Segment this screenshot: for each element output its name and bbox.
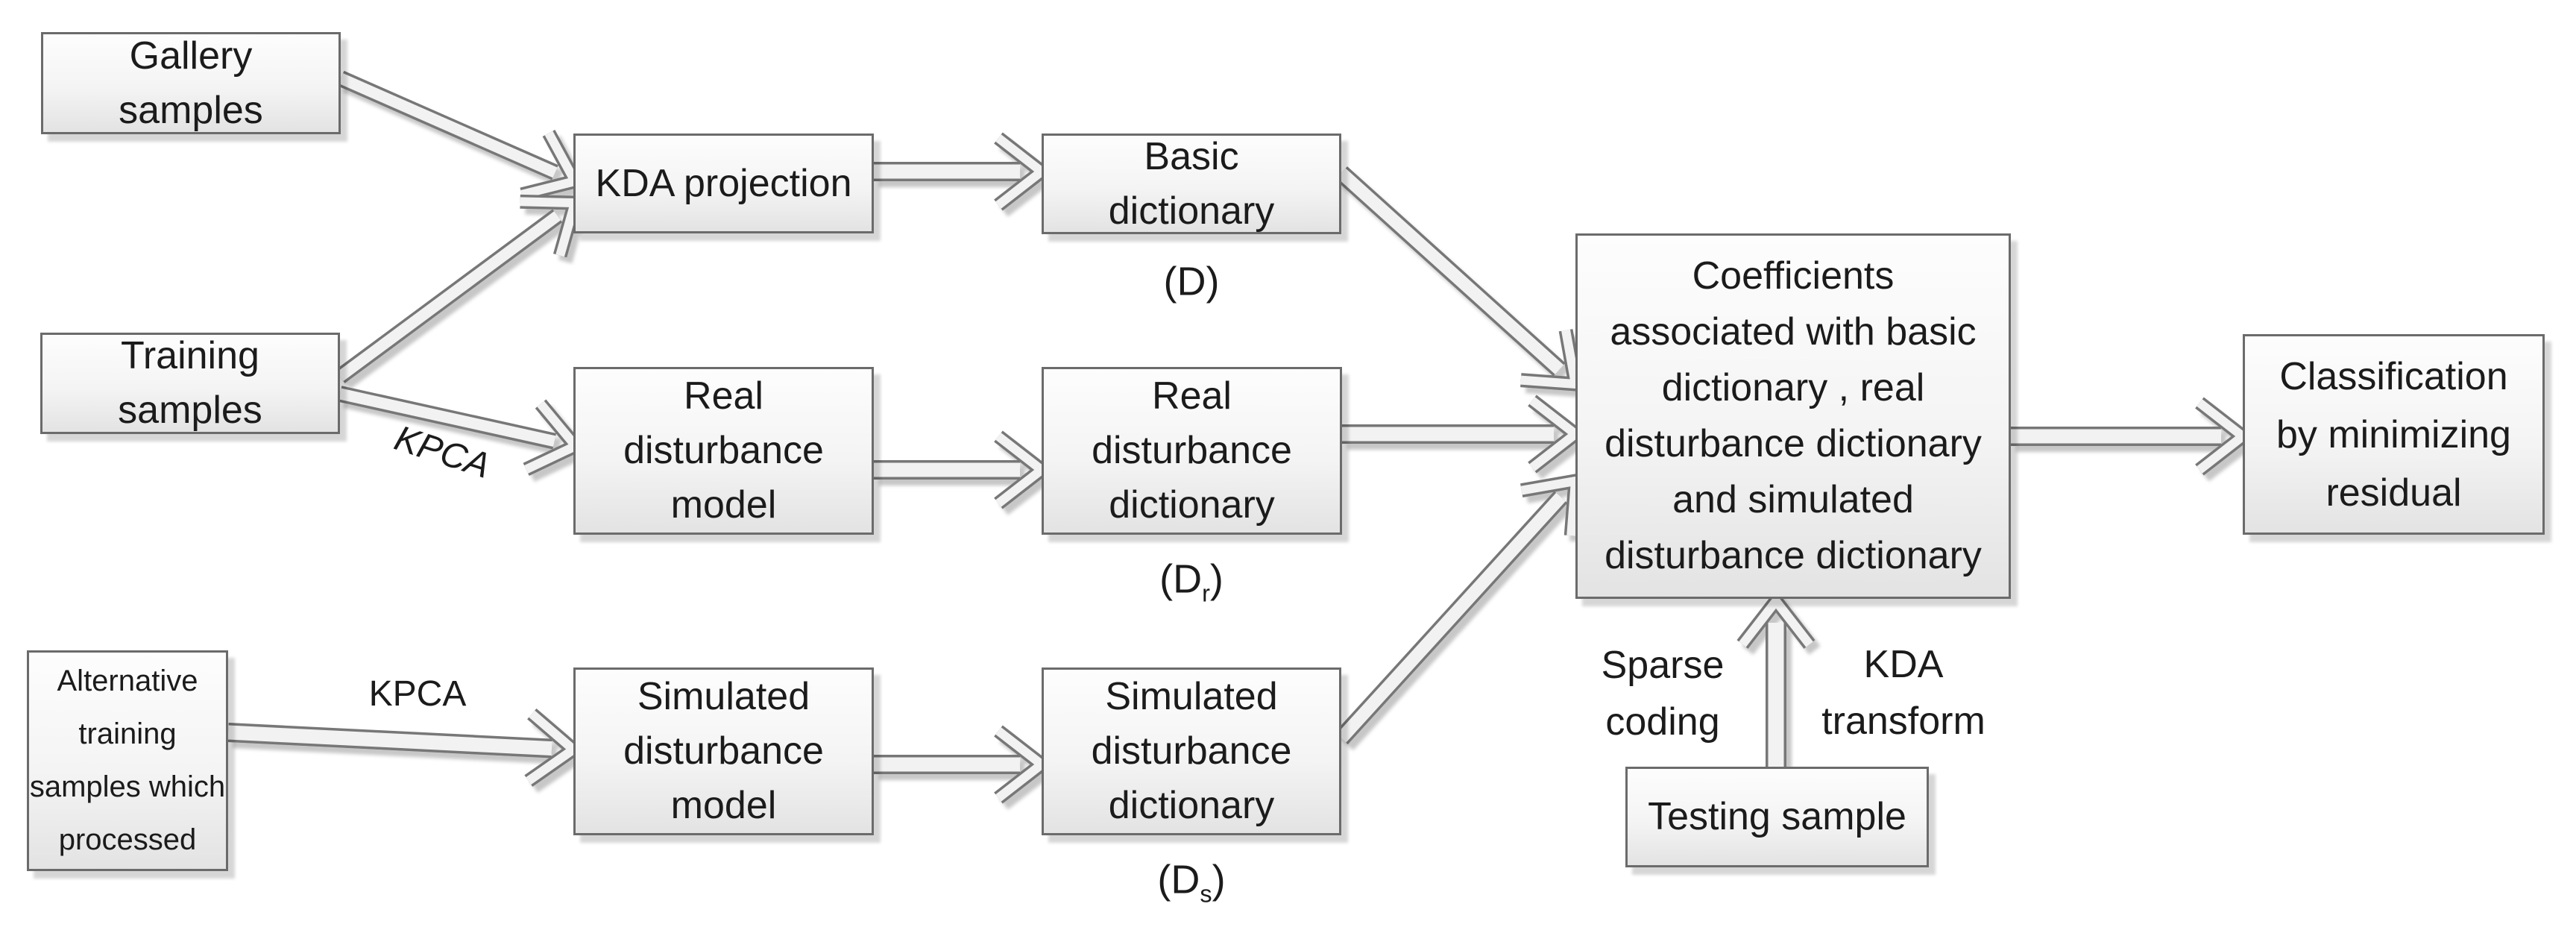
node-kda-projection: KDA projection bbox=[573, 133, 874, 233]
label-text: (D bbox=[1157, 857, 1200, 902]
label-kda-transform: KDA transform bbox=[1821, 643, 1985, 743]
arrow-gallery-to-kda bbox=[337, 70, 586, 202]
node-coefficients: Coefficients associated with basic dicti… bbox=[1575, 233, 2011, 599]
arrow-real-model-to-dict bbox=[874, 430, 1054, 509]
label-text: ) bbox=[1212, 857, 1226, 902]
node-alternative-training-samples: Alternative training samples which proce… bbox=[27, 650, 228, 871]
arrow-basic-dict-to-coeff bbox=[1335, 166, 1584, 392]
label-basic-dictionary-symbol: (D) bbox=[1164, 254, 1220, 311]
arrow-training-to-real-model bbox=[338, 386, 588, 476]
label-text: (D bbox=[1159, 556, 1203, 602]
node-classification: Classification by minimizing residual bbox=[2243, 334, 2545, 535]
label-text: (D bbox=[1163, 259, 1206, 304]
node-testing-sample: Testing sample bbox=[1625, 767, 1929, 867]
node-training-samples: Training samples bbox=[40, 333, 340, 434]
arrow-coeff-to-classification bbox=[2011, 397, 2255, 476]
arrow-kda-to-basic-dict bbox=[874, 132, 1054, 211]
arrow-training-to-kda bbox=[335, 194, 585, 383]
label-sparse-coding: Sparse coding bbox=[1601, 644, 1725, 744]
node-real-disturbance-dictionary: Real disturbance dictionary bbox=[1042, 367, 1342, 535]
node-basic-dictionary: Basic dictionary bbox=[1042, 133, 1341, 234]
arrow-sim-model-to-dict bbox=[874, 725, 1054, 804]
node-gallery-samples: Gallery samples bbox=[41, 32, 341, 134]
label-kpca: KPCA bbox=[368, 673, 467, 714]
node-real-disturbance-model: Real disturbance model bbox=[573, 367, 874, 535]
label-text: ) bbox=[1209, 556, 1224, 602]
label-real-dictionary-symbol: (Dr) bbox=[1159, 551, 1224, 609]
label-subscript: s bbox=[1200, 880, 1212, 908]
node-simulated-disturbance-model: Simulated disturbance model bbox=[573, 667, 874, 835]
node-simulated-disturbance-dictionary: Simulated disturbance dictionary bbox=[1042, 667, 1341, 835]
label-subscript: r bbox=[1202, 579, 1210, 607]
label-simulated-dictionary-symbol: (Ds) bbox=[1157, 852, 1225, 909]
arrow-sim-dict-to-coeff bbox=[1335, 472, 1584, 745]
label-text: ) bbox=[1206, 259, 1220, 304]
arrow-real-dict-to-coeff bbox=[1342, 395, 1587, 474]
arrow-alt-to-sim-model bbox=[227, 708, 585, 787]
arrow-testing-to-coeff bbox=[1736, 589, 1816, 767]
